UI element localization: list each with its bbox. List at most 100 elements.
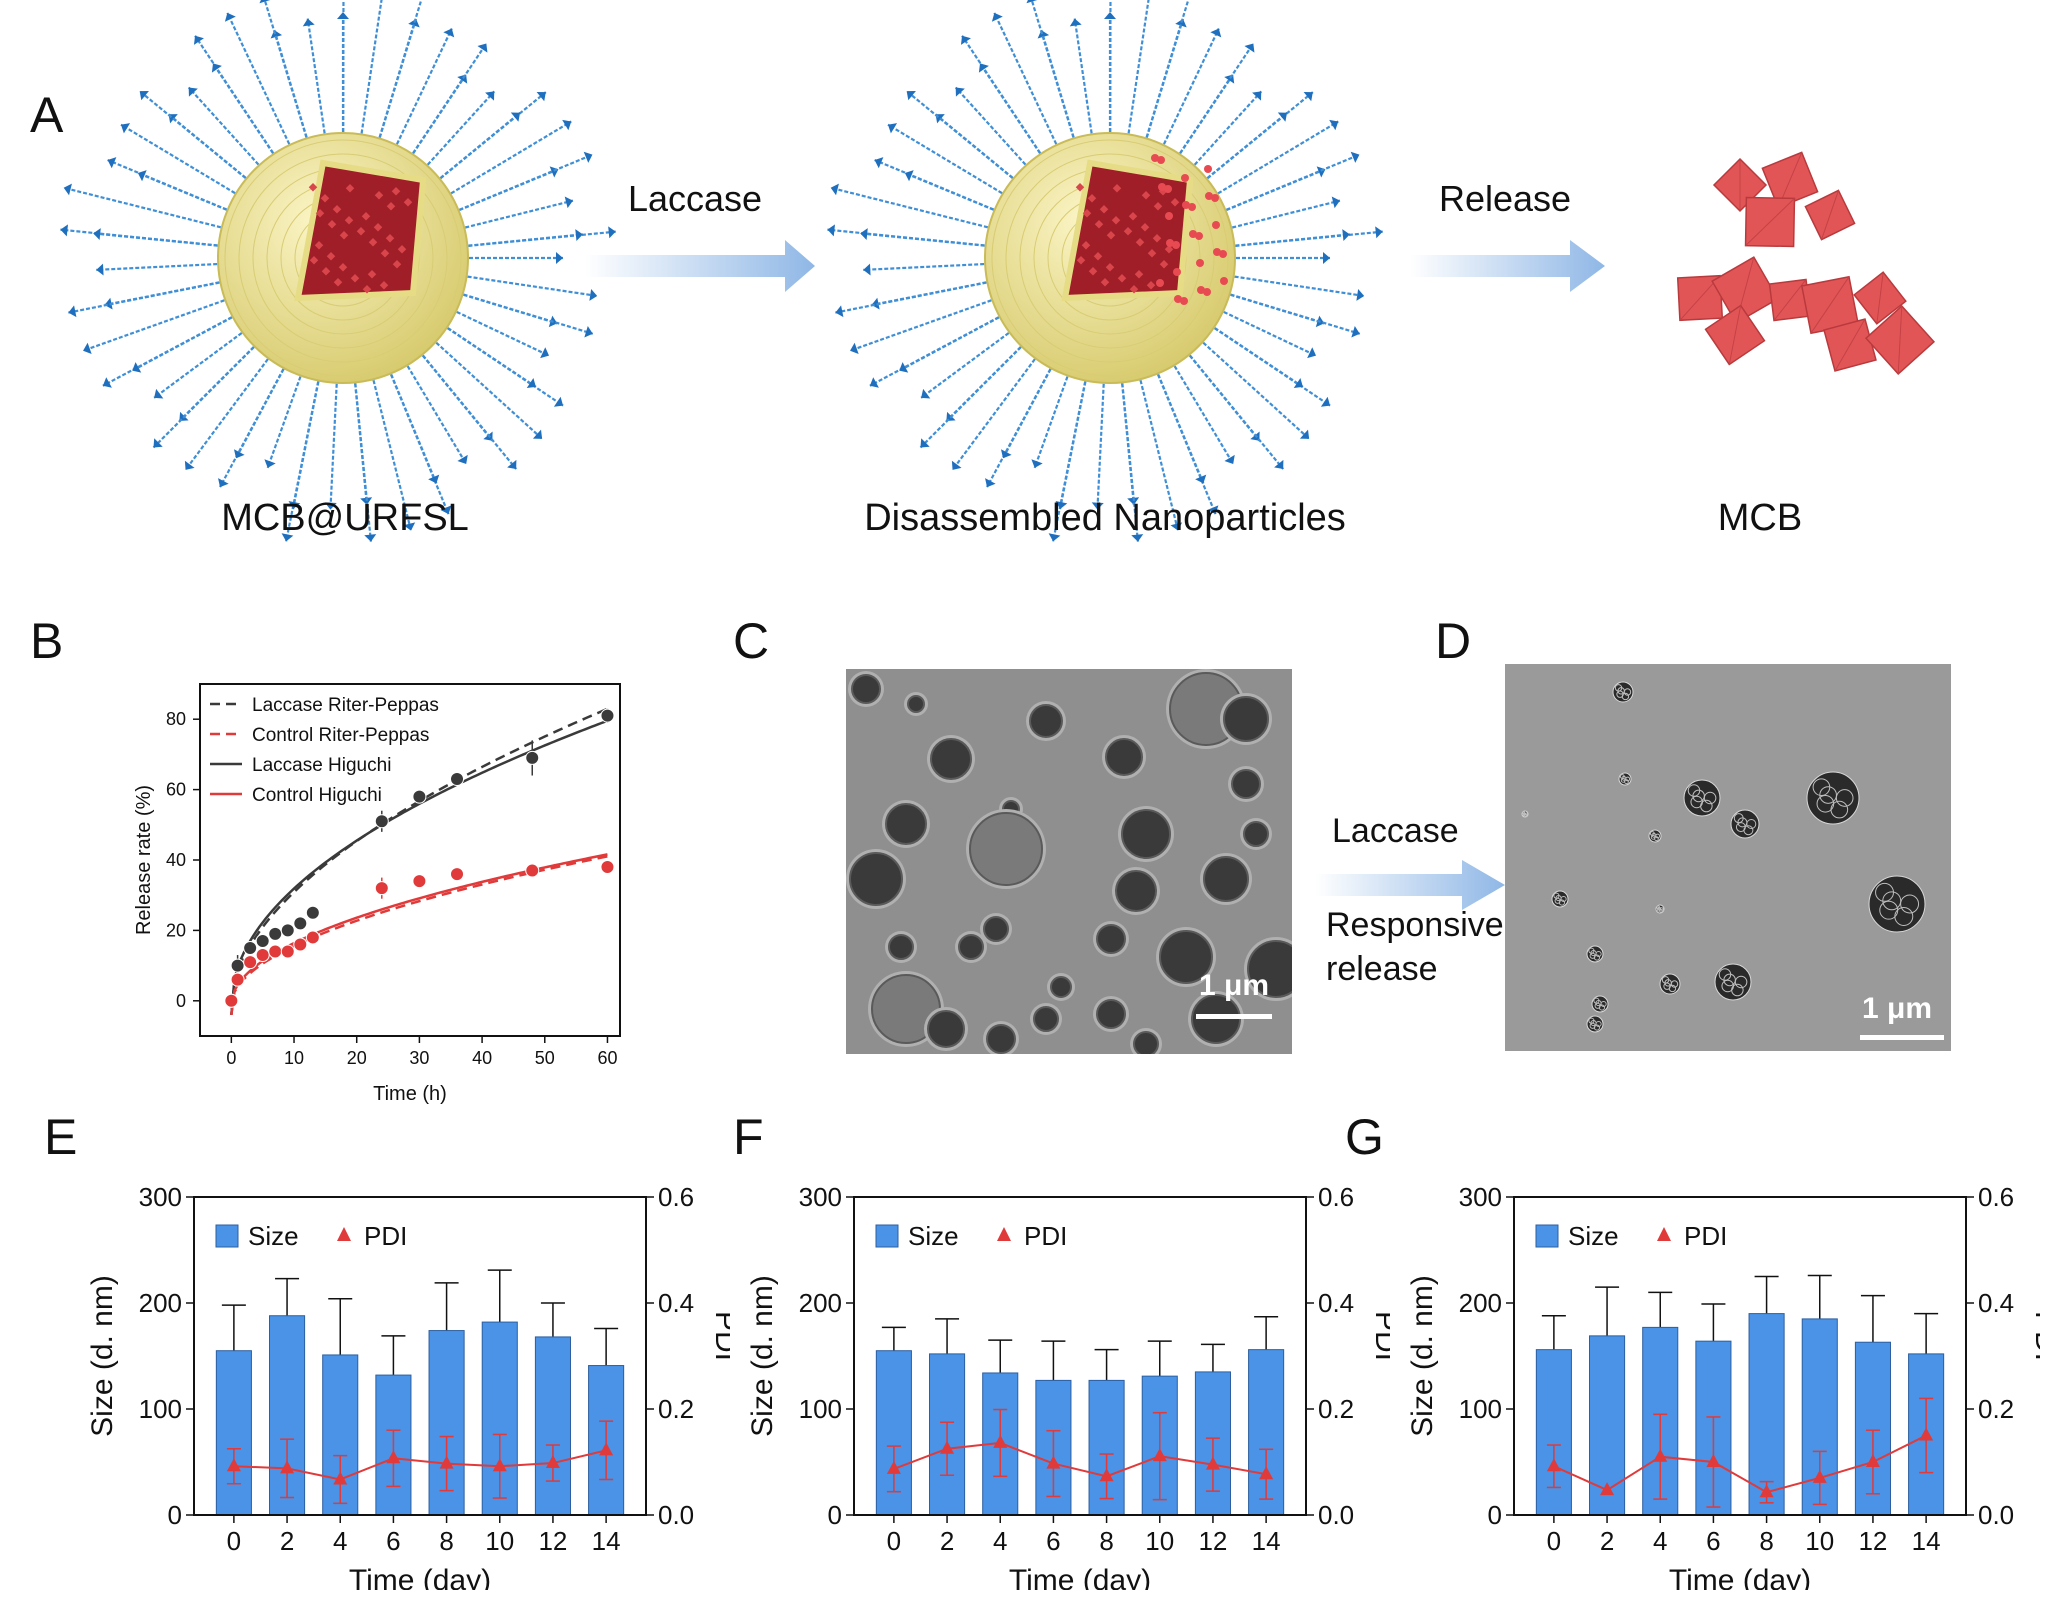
tem-particle — [927, 1010, 965, 1048]
ligand-head-icon — [507, 459, 517, 470]
ligand-head-icon — [526, 378, 536, 388]
released-drug — [1188, 203, 1196, 211]
y2-tick-label: 0.4 — [658, 1288, 694, 1318]
x-tick-label: 40 — [472, 1048, 492, 1068]
ligand-head-icon — [835, 305, 844, 318]
tem-particle — [986, 1024, 1016, 1054]
ligand-head-icon — [211, 63, 222, 73]
tem-aggregate-cell — [1735, 822, 1746, 833]
ligand-head-icon — [485, 91, 495, 101]
ligand-head-icon — [68, 305, 77, 318]
ligand-chain — [422, 90, 496, 170]
data-point — [293, 937, 308, 952]
legend-swatch-pdi — [337, 1227, 351, 1241]
x-tick-label: 12 — [538, 1526, 567, 1556]
y-axis-label: Size (d. nm) — [750, 1275, 779, 1437]
x-tick-label: 8 — [1099, 1526, 1113, 1556]
plot-frame — [853, 1196, 1307, 1516]
ligand-head-icon — [1048, 533, 1061, 542]
ligand-chain — [408, 42, 488, 159]
pdi-point — [1546, 1458, 1561, 1472]
x-tick-label: 14 — [1912, 1526, 1941, 1556]
ligand-chain — [860, 232, 991, 248]
ligand-head-icon — [1104, 12, 1116, 19]
ligand-chain — [1120, 377, 1140, 542]
y2-axis-label: PDI — [709, 1311, 730, 1361]
ligand-chain — [82, 297, 231, 352]
data-point — [412, 789, 427, 804]
x-tick-label: 14 — [1252, 1526, 1281, 1556]
tem-aggregate-cell — [1879, 900, 1899, 920]
ligand-chain — [887, 123, 1008, 198]
x-tick-label: 6 — [1046, 1526, 1060, 1556]
y-tick-label: 40 — [166, 850, 186, 870]
ligand-head-icon — [1299, 429, 1310, 439]
ligand-head-icon — [1175, 18, 1187, 28]
x-tick-label: 2 — [280, 1526, 294, 1556]
y2-tick-label: 0.0 — [1318, 1500, 1354, 1530]
ligand-chain — [1040, 29, 1077, 144]
crystal-edge — [1773, 279, 1807, 321]
ligand-head-icon — [1303, 91, 1313, 102]
ligand-head-icon — [583, 151, 593, 163]
released-drug — [1219, 250, 1227, 258]
ligand-chain — [457, 291, 594, 335]
y-axis-label: Size (d. nm) — [90, 1275, 119, 1437]
scale-bar-label: 1 μm — [1862, 992, 1933, 1025]
crystal-edge — [1876, 272, 1884, 324]
ligand-chain — [291, 375, 321, 510]
x-tick-label: 4 — [1653, 1526, 1667, 1556]
size-bar — [534, 1336, 571, 1516]
ligand-head-icon — [1195, 474, 1207, 484]
data-point — [243, 955, 258, 970]
x-tick-label: 14 — [592, 1526, 621, 1556]
drug-crystal-small — [356, 226, 366, 236]
ligand-head-icon — [224, 12, 236, 22]
x-axis-label: Time (day) — [1669, 1564, 1811, 1590]
ligand-head-icon — [906, 90, 916, 101]
ligand-chain — [131, 313, 238, 372]
ligand-chain — [1224, 291, 1361, 335]
ligand-chain — [993, 12, 1060, 150]
y2-axis-label: PDI — [2029, 1311, 2040, 1361]
x-axis-label: Time (day) — [1009, 1564, 1151, 1590]
legend-label-pdi: PDI — [1024, 1221, 1067, 1251]
ligand-chain — [1126, 0, 1150, 140]
ligand-chain — [93, 232, 224, 248]
tem-particle — [1231, 769, 1261, 799]
data-point — [255, 933, 270, 948]
y2-tick-label: 0.0 — [658, 1500, 694, 1530]
ligand-chain — [1137, 374, 1180, 531]
y-tick-label: 20 — [166, 920, 186, 940]
data-point — [230, 958, 245, 973]
drug-crystal-small — [362, 285, 372, 294]
ligand-head-icon — [83, 342, 92, 355]
tem-aggregate-cell — [1721, 979, 1734, 993]
x-tick-label: 2 — [1600, 1526, 1614, 1556]
ligand-head-icon — [1274, 459, 1284, 470]
released-drug — [1220, 277, 1228, 285]
ligand-head-icon — [510, 112, 521, 122]
y-tick-label: 200 — [139, 1288, 182, 1318]
released-drug — [1156, 279, 1164, 287]
ligand-head-icon — [1026, 0, 1038, 4]
ligand-head-icon — [991, 12, 1003, 22]
x-tick-label: 10 — [485, 1526, 514, 1556]
tem-particle — [1121, 809, 1171, 859]
drug-crystal-small — [320, 194, 330, 203]
pdi-point — [1152, 1448, 1167, 1462]
tem-aggregate-cell — [1594, 1002, 1601, 1009]
ligand-head-icon — [860, 228, 868, 241]
ligand-chain — [898, 313, 1005, 372]
pdi-line — [893, 1441, 1267, 1478]
x-tick-label: 8 — [1759, 1526, 1773, 1556]
ligand-chain — [266, 370, 304, 469]
ligand-head-icon — [1375, 226, 1383, 239]
panel-letter-f: F — [733, 1109, 764, 1165]
pdi-point — [226, 1458, 241, 1472]
tem-particle — [1050, 976, 1072, 998]
x-tick-label: 2 — [940, 1526, 954, 1556]
tem-aggregate-cell — [1589, 952, 1596, 959]
panel-letter-a: A — [30, 87, 64, 143]
